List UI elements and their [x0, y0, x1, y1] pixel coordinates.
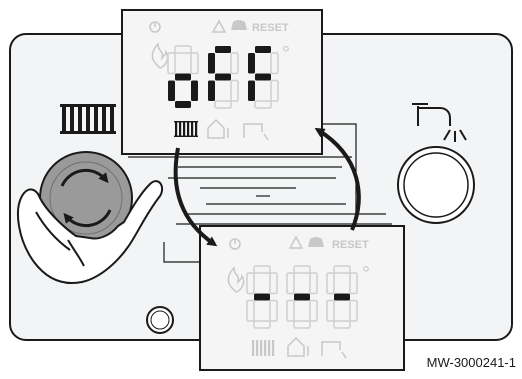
segment-e-on: [248, 80, 255, 101]
segment-g-on: [254, 293, 270, 301]
radiator-icon: [174, 121, 198, 137]
segment-a-on: [255, 46, 271, 53]
segment-c-off: [270, 79, 279, 102]
segment-c-off: [269, 299, 278, 322]
segment-g-on: [334, 293, 350, 301]
segment-a-off: [333, 265, 351, 274]
segment-f-off: [246, 272, 255, 295]
tap-icon: [412, 103, 467, 142]
segment-d-off: [253, 320, 271, 329]
timer-icon: [229, 238, 241, 250]
segment-a-on: [215, 46, 231, 53]
telephone-icon: [231, 20, 247, 30]
radiator-icon: [60, 104, 116, 134]
connector-bottom: [163, 242, 204, 263]
tap-icon: [321, 341, 347, 359]
segment-g-on: [175, 73, 191, 81]
segment-f-on: [208, 53, 215, 74]
status-label-reset: RESET: [252, 22, 289, 34]
segment-c-off: [349, 299, 358, 322]
display-top: RESET °: [121, 9, 323, 155]
status-label-reset: RESET: [332, 239, 369, 251]
degree-symbol: °: [282, 43, 290, 65]
display-bottom: RESET °: [199, 225, 405, 371]
telephone-icon: [308, 237, 324, 247]
heating-knob[interactable]: [39, 151, 133, 245]
segment-g-on: [215, 73, 231, 81]
arrow-to-top-display: [314, 127, 361, 231]
segment-a-off: [293, 265, 311, 274]
timer-icon: [149, 21, 161, 33]
segment-c-off: [309, 299, 318, 322]
segment-g-on: [294, 293, 310, 301]
segment-b-off: [309, 272, 318, 295]
figure-reference: MW-3000241-1: [426, 355, 516, 370]
segment-f-off: [167, 52, 176, 75]
segment-c-on: [191, 80, 198, 101]
radiator-icon: [252, 340, 275, 356]
segment-g-on: [255, 73, 271, 81]
segment-b-off: [270, 52, 279, 75]
segment-b-off: [190, 52, 199, 75]
segment-f-off: [326, 272, 335, 295]
segment-a-off: [253, 265, 271, 274]
segment-e-on: [208, 80, 215, 101]
segment-d-off: [293, 320, 311, 329]
segment-e-off: [326, 299, 335, 322]
panel-lines: [128, 156, 392, 225]
warning-icon: [288, 235, 304, 249]
degree-symbol: °: [362, 263, 370, 285]
segment-f-off: [286, 272, 295, 295]
segment-e-off: [286, 299, 295, 322]
segment-a-off: [174, 45, 192, 54]
segment-d-off: [214, 100, 232, 109]
segment-b-off: [269, 272, 278, 295]
warning-icon: [211, 19, 227, 33]
segment-b-off: [349, 272, 358, 295]
segment-d-off: [254, 100, 272, 109]
display-bottom-digits: [246, 265, 358, 329]
segment-f-on: [248, 53, 255, 74]
segment-b-off: [230, 52, 239, 75]
segment-c-off: [230, 79, 239, 102]
arrow-to-bottom-display: [173, 147, 218, 247]
segment-e-on: [168, 80, 175, 101]
tap-icon: [243, 123, 269, 141]
segment-d-off: [333, 320, 351, 329]
display-top-digits: [167, 45, 279, 109]
flame-icon: [227, 266, 245, 293]
hot-water-knob[interactable]: [397, 146, 475, 224]
house-icon: [207, 118, 229, 139]
rotation-arrows-icon: [60, 168, 112, 228]
segment-e-off: [246, 299, 255, 322]
hand-icon: [17, 180, 164, 284]
segment-d-on: [175, 101, 191, 108]
small-round-button[interactable]: [146, 306, 174, 334]
house-icon: [287, 336, 309, 357]
